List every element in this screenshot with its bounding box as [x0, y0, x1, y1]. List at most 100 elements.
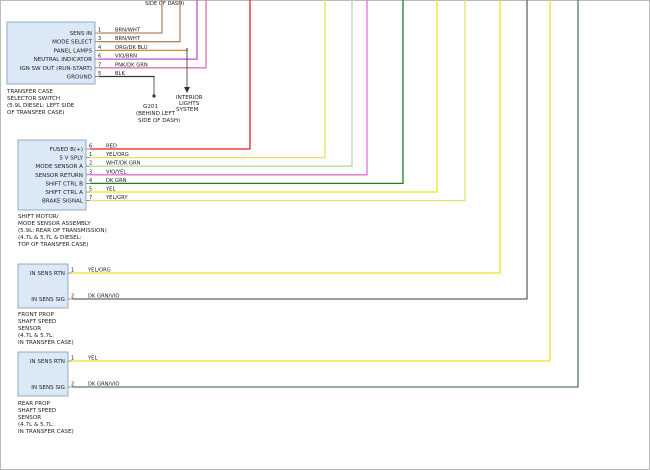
- rp-caption-line: (4.7L & 5.7L:: [18, 422, 54, 428]
- tc-pin-label: SENS IN: [70, 31, 92, 37]
- rp-wire: [72, 0, 579, 388]
- sm-wire: [90, 0, 368, 176]
- tc-pin-label: GROUND: [67, 75, 92, 81]
- tc-pin-number: 5: [98, 71, 101, 77]
- ground-name: G201: [143, 104, 158, 110]
- tc-caption-line: TRANSFER CASE: [6, 89, 53, 95]
- sm-caption-line: MODE SENSOR ASSEMBLY: [18, 221, 91, 227]
- tc-wire-label: BLK: [115, 71, 125, 77]
- fp-wire-label: DK GRN/VIO: [88, 294, 119, 300]
- sm-pin-number: 7: [89, 195, 92, 201]
- sm-pin-label: FUSED B(+): [50, 147, 83, 153]
- fp-caption-line: SENSOR: [18, 326, 41, 332]
- rp-wire-label: DK GRN/VIO: [88, 382, 119, 388]
- sm-pin-number: 2: [89, 161, 92, 167]
- sm-caption-line: (4.7L & 5.7L & DIESEL:: [18, 235, 82, 241]
- tc-caption-line: OF TRANSFER CASE): [7, 110, 64, 116]
- fp-caption-line: IN TRANSFER CASE): [18, 340, 74, 346]
- sm-pin-label: SENSOR RETURN: [35, 173, 83, 179]
- sm-pin-number: 3: [89, 169, 92, 175]
- sm-pin-number: 4: [89, 178, 92, 184]
- tc-pin-number: 4: [98, 45, 101, 51]
- rp-caption-line: SENSOR: [18, 415, 41, 421]
- rp-caption-line: SHAFT SPEED: [18, 408, 56, 414]
- sm-caption-line: (5.9L: REAR OF TRANSMISSION): [18, 228, 107, 234]
- tc-wire-label: BRN/WHT: [115, 36, 141, 42]
- fp-pin-label: IN SENS RTN: [30, 271, 65, 277]
- fp-wire: [72, 0, 501, 274]
- sm-caption-line: TOP OF TRANSFER CASE): [17, 242, 88, 248]
- rear-prop-box: [17, 351, 69, 397]
- tc-wire: [99, 75, 155, 78]
- rp-wire: [72, 0, 551, 362]
- sm-pin-number: 6: [89, 144, 92, 150]
- fp-wire-label: YEL/ORG: [87, 268, 111, 274]
- sm-wire-label: DK GRN: [106, 178, 127, 184]
- interior-lights-line-3: SYSTEM: [176, 107, 198, 113]
- tc-pin-number: 6: [98, 54, 101, 60]
- shift-motor-box: [17, 139, 87, 211]
- sm-pin-label: 5 V SPLY: [59, 156, 83, 162]
- tc-wire: [99, 0, 207, 69]
- rp-pin-label: IN SENS SIG: [31, 385, 65, 391]
- interior-lights-line-1: INTERIOR: [176, 95, 203, 101]
- top-fragment-text: SIDE OF DASH): [145, 1, 184, 7]
- sm-wire-label: WHT/DK GRN: [106, 161, 141, 167]
- sm-wire: [90, 0, 251, 150]
- sm-wire: [90, 0, 466, 202]
- sm-wire: [90, 0, 353, 167]
- tc-pin-label: IGN SW OUT (RUN-START): [20, 66, 92, 72]
- rp-caption-line: REAR PROP: [18, 401, 51, 407]
- rp-pin-label: IN SENS RTN: [30, 359, 65, 365]
- sm-pin-number: 5: [89, 187, 92, 193]
- fp-wire: [72, 0, 528, 300]
- rp-wire-label: YEL: [87, 356, 97, 362]
- fp-caption-line: FRONT PROP: [18, 312, 55, 318]
- rp-caption-line: IN TRANSFER CASE): [18, 429, 74, 435]
- tc-pin-label: NEUTRAL INDICATOR: [34, 57, 93, 63]
- tc-pin-label: MODE SELECT: [52, 40, 92, 46]
- tc-pin-label: PANEL LAMPS: [54, 48, 93, 54]
- sm-wire: [90, 0, 404, 185]
- sm-pin-number: 1: [89, 152, 92, 158]
- tc-caption-line: SELECTOR SWITCH: [7, 96, 60, 102]
- rp-pin-number: 1: [71, 356, 74, 362]
- tc-pin-number: 3: [98, 36, 101, 42]
- tc-pin-number: 1: [98, 28, 101, 34]
- fp-pin-number: 1: [71, 268, 74, 274]
- transfer-case-switch-box: [6, 21, 96, 85]
- sm-wire: [90, 0, 438, 193]
- sm-pin-label: SHIFT CTRL A: [45, 190, 83, 196]
- tc-wire: [99, 0, 198, 60]
- sm-pin-label: MODE SENSOR A: [35, 164, 83, 170]
- ground-splice-dot: [152, 94, 156, 98]
- sm-wire-label: YEL: [105, 187, 115, 193]
- fp-caption-line: SHAFT SPEED: [18, 319, 56, 325]
- tc-wire-label: BRN/WHT: [115, 28, 141, 34]
- arrow-down-icon: [184, 87, 190, 93]
- sm-caption-line: SHIFT MOTOR/: [18, 214, 59, 220]
- sm-wire-label: VIO/YEL: [106, 169, 126, 175]
- sm-pin-label: SHIFT CTRL B: [45, 181, 83, 187]
- ground-g201: G201 (BEHIND LEFT SIDE OF DASH): [136, 76, 180, 124]
- sm-wire-label: RED: [106, 144, 117, 150]
- tc-wire-label: PNK/DK GRN: [115, 62, 148, 68]
- rp-pin-number: 2: [71, 382, 74, 388]
- fp-pin-label: IN SENS SIG: [31, 297, 65, 303]
- fp-caption-line: (4.7L & 5.7L:: [18, 333, 54, 339]
- tc-wire: [99, 0, 181, 43]
- sm-wire-label: YEL/ORG: [105, 152, 129, 158]
- front-prop-box: [17, 263, 69, 309]
- fp-pin-number: 2: [71, 294, 74, 300]
- tc-wire-label: ORG/DK BLU: [115, 45, 148, 51]
- interior-lights-ref: INTERIOR LIGHTS SYSTEM: [176, 48, 203, 113]
- tc-pin-number: 7: [98, 62, 101, 68]
- tc-wire: [99, 0, 163, 34]
- tc-caption-line: (5.9L DIESEL: LEFT SIDE: [7, 103, 75, 109]
- sm-wire: [90, 0, 326, 159]
